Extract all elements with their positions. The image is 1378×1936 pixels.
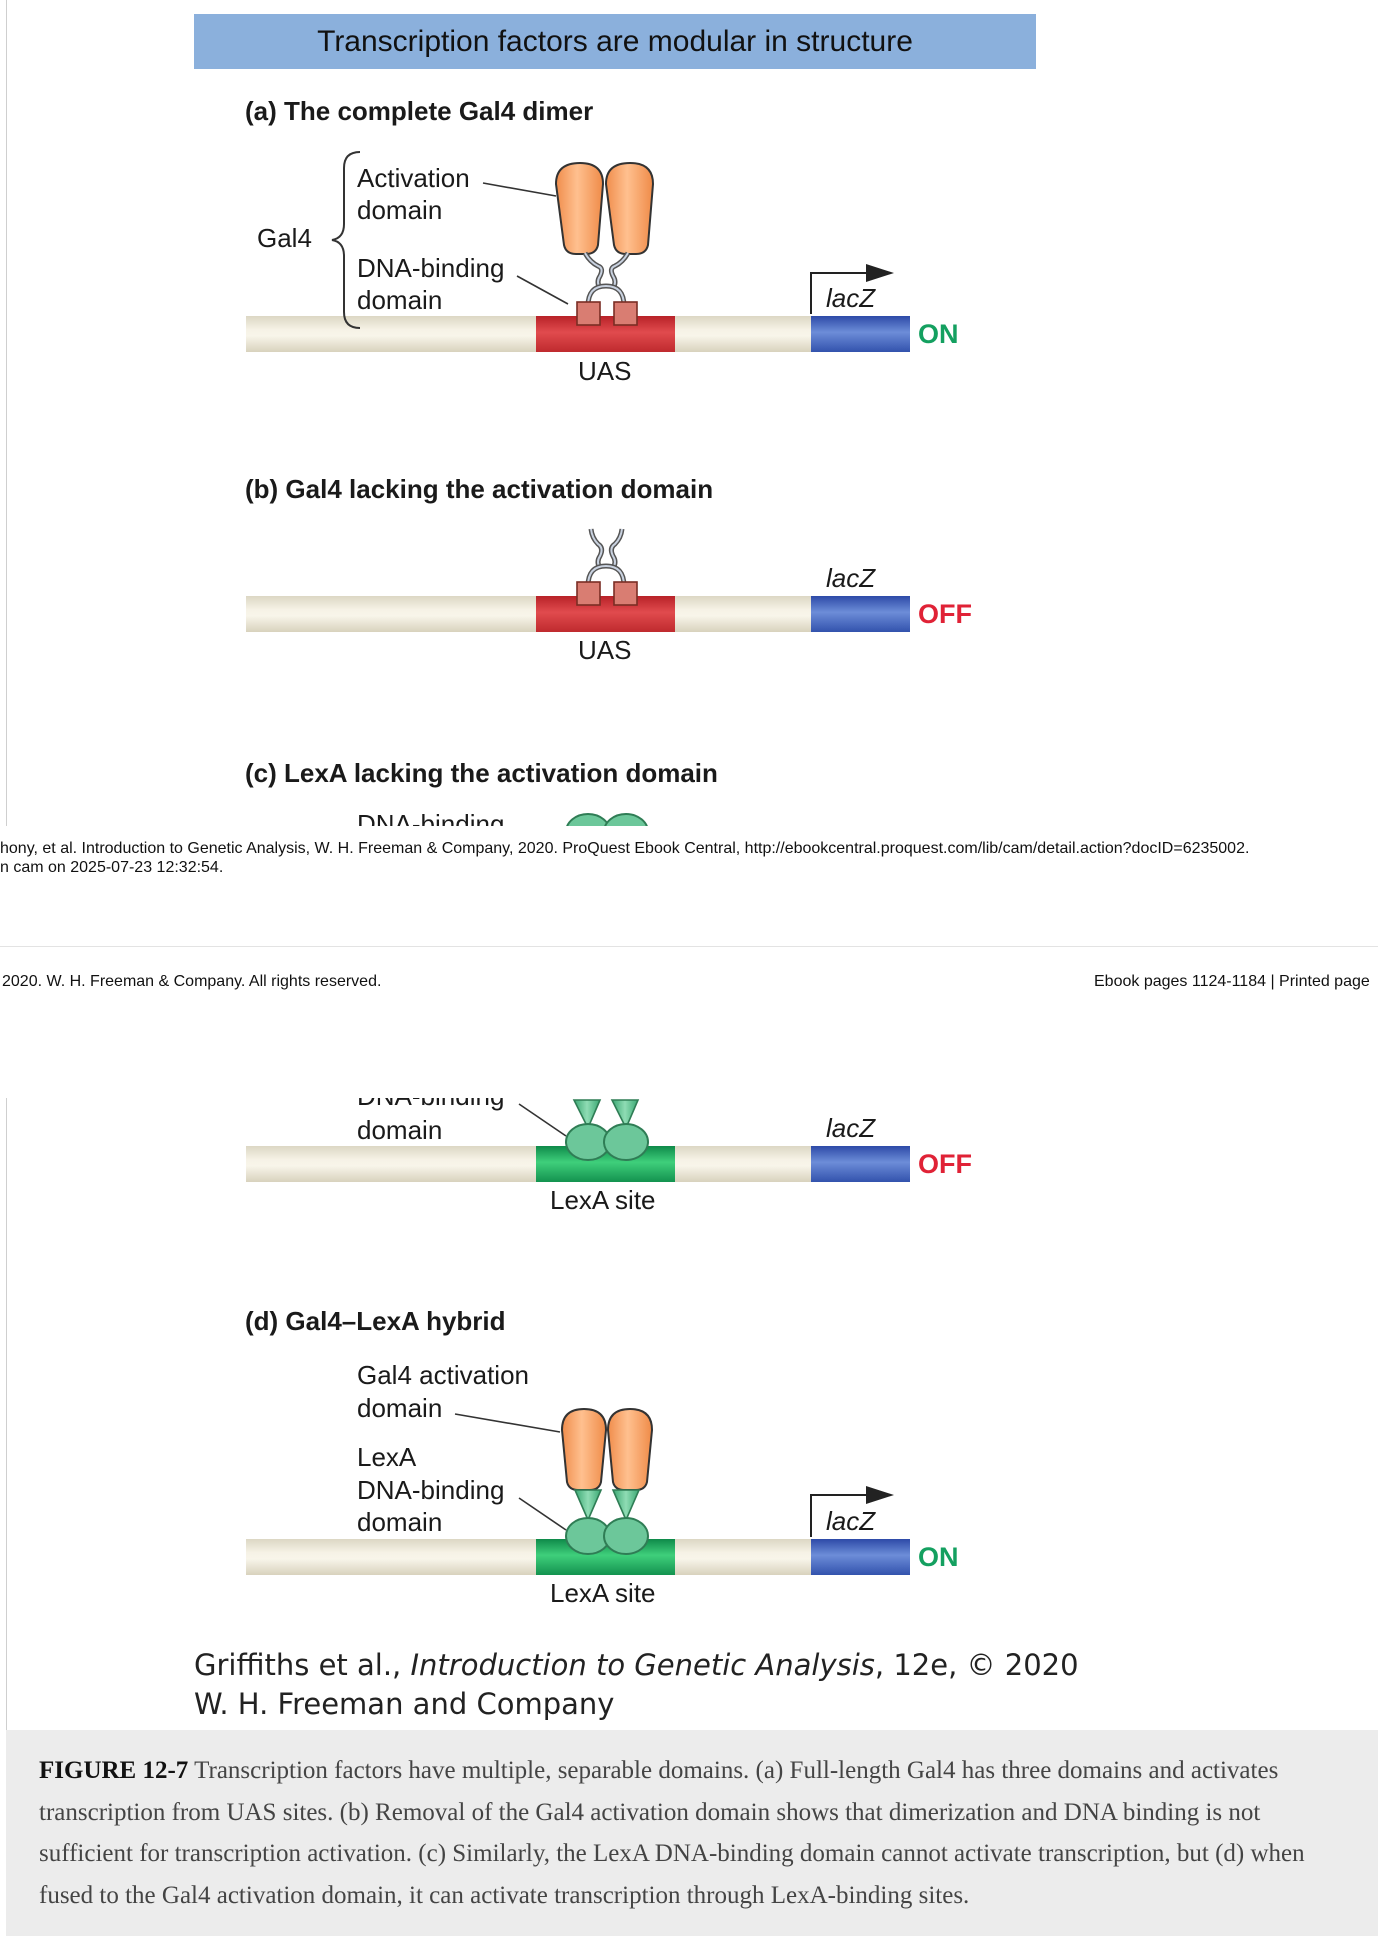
status-on-d: ON bbox=[918, 1542, 959, 1572]
dna-leader-a bbox=[516, 275, 569, 305]
upper-page: Transcription factors are modular in str… bbox=[0, 0, 1378, 927]
lacz-gene-b bbox=[811, 596, 910, 632]
activation-domain-icon-left bbox=[554, 161, 605, 255]
lacz-label-b: lacZ bbox=[826, 563, 876, 593]
uas-site-a bbox=[536, 316, 675, 352]
status-off-b: OFF bbox=[918, 599, 972, 629]
copyright-text: 2020. W. H. Freeman & Company. All right… bbox=[2, 973, 382, 990]
activation-domain-label-2: domain bbox=[357, 195, 443, 225]
panel-b-heading: (b) Gal4 lacking the activation domain bbox=[245, 474, 714, 504]
gal4-lexa-hybrid-d bbox=[560, 1407, 654, 1555]
activation-domain-icon-right-d bbox=[606, 1407, 654, 1491]
panel-c-clip-top: DNA-binding bbox=[0, 790, 1378, 826]
lexa-site-label-d: LexA site bbox=[550, 1578, 656, 1608]
gal4-activation-domain-label-2: domain bbox=[357, 1393, 443, 1423]
gal4-dbd-icon-left bbox=[576, 301, 601, 326]
dna-binding-domain-label-c: DNA-binding bbox=[357, 1098, 504, 1113]
status-off-c: OFF bbox=[918, 1149, 972, 1179]
figure-title: Transcription factors are modular in str… bbox=[194, 14, 1036, 69]
lexa-dbd-label-2: DNA-binding bbox=[357, 1475, 505, 1505]
lexa-site-label-c: LexA site bbox=[550, 1185, 656, 1215]
lexa-dbd-label-3: domain bbox=[357, 1507, 443, 1537]
lacz-label-c: lacZ bbox=[826, 1113, 876, 1143]
gal4-dimer-a bbox=[554, 161, 655, 326]
figure-label: FIGURE 12-7 bbox=[39, 1757, 189, 1784]
dna-binding-domain-label-c-2: domain bbox=[357, 1115, 443, 1145]
lacz-gene-d bbox=[811, 1539, 910, 1575]
lacz-gene-a bbox=[811, 316, 910, 352]
activation-domain-label: Activation bbox=[357, 163, 470, 193]
lexa-dbd-label-1: LexA bbox=[357, 1442, 417, 1472]
transcription-arrow-d bbox=[810, 1486, 894, 1537]
page-edge-line bbox=[6, 0, 7, 826]
dna-binding-domain-label-c-top: DNA-binding bbox=[357, 809, 505, 826]
panel-c-clip-bottom: DNA-binding bbox=[0, 1098, 1378, 1138]
status-on-a: ON bbox=[918, 319, 959, 349]
caption-body: Transcription factors have multiple, sep… bbox=[39, 1757, 1305, 1909]
gal4-activation-domain-label: Gal4 activation bbox=[357, 1360, 529, 1390]
activation-leader-d bbox=[454, 1413, 561, 1433]
dna-leader-c bbox=[518, 1103, 567, 1137]
credit-edition: , 12e, © 2020 bbox=[874, 1648, 1079, 1682]
page-range-text: Ebook pages 1124-1184 | Printed page bbox=[1094, 973, 1370, 990]
lacz-label-d: lacZ bbox=[826, 1506, 876, 1536]
panel-a-heading: (a) The complete Gal4 dimer bbox=[245, 96, 594, 126]
dna-binding-domain-label: DNA-binding bbox=[357, 253, 505, 283]
dna-binding-domain-label-2: domain bbox=[357, 285, 443, 315]
credit-book-title: Introduction to Genetic Analysis bbox=[410, 1648, 875, 1682]
gal4-dbd-dimer-b bbox=[576, 528, 638, 606]
panel-d-heading: (d) Gal4–LexA hybrid bbox=[245, 1306, 506, 1336]
panel-c-heading: (c) LexA lacking the activation domain bbox=[245, 758, 718, 788]
lexa-dbd-top-sliver bbox=[566, 813, 648, 826]
credit-line-2: W. H. Freeman and Company bbox=[194, 1687, 615, 1721]
figure-caption-box: FIGURE 12-7 Transcription factors have m… bbox=[6, 1730, 1378, 1936]
credit-authors: Griffiths et al., bbox=[194, 1648, 411, 1682]
page-divider bbox=[0, 926, 1378, 947]
gal4-label: Gal4 bbox=[257, 223, 312, 253]
transcription-arrow-a bbox=[810, 264, 894, 314]
citation-text: hony, et al. Introduction to Genetic Ana… bbox=[0, 840, 1250, 857]
lacz-gene-c bbox=[811, 1146, 910, 1182]
gal4-brace bbox=[331, 151, 361, 329]
uas-label-a: UAS bbox=[578, 356, 632, 386]
uas-site-b bbox=[536, 596, 675, 632]
access-text: n cam on 2025-07-23 12:32:54. bbox=[0, 859, 224, 876]
lexa-dbd-dimer-c bbox=[565, 1099, 649, 1161]
activation-domain-icon-right bbox=[604, 161, 655, 255]
activation-leader-a bbox=[482, 182, 557, 197]
lacz-label-a: lacZ bbox=[826, 283, 876, 313]
uas-label-b: UAS bbox=[578, 635, 632, 665]
dna-leader-d bbox=[518, 1497, 567, 1531]
figure-caption: FIGURE 12-7 Transcription factors have m… bbox=[39, 1750, 1359, 1916]
page-edge-line-lower bbox=[6, 1098, 7, 1736]
activation-domain-icon-left-d bbox=[560, 1407, 608, 1491]
gal4-dbd-icon-right bbox=[613, 301, 638, 326]
credit-line-1: Griffiths et al., Introduction to Geneti… bbox=[194, 1648, 1079, 1682]
